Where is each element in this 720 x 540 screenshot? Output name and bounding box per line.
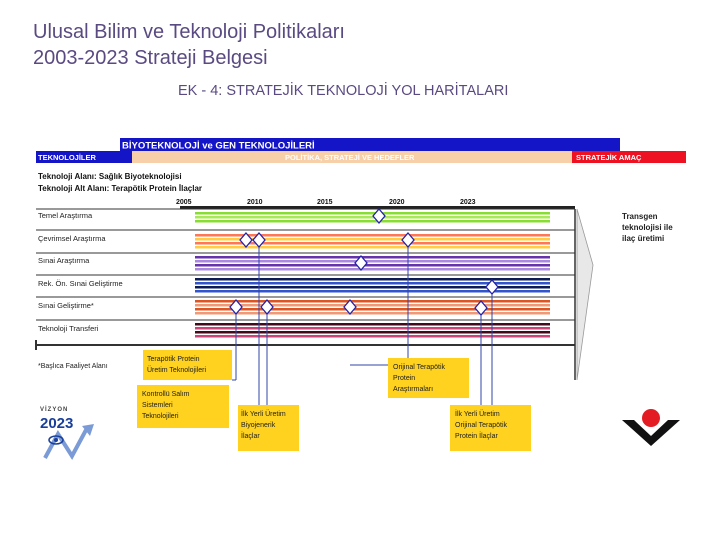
svg-text:İlk Yerli Üretim: İlk Yerli Üretim [455, 409, 500, 418]
year-label: 2010 [247, 199, 263, 206]
policy-header-text: POLİTİKA, STRATEJİ VE HEDEFLER [285, 153, 415, 162]
row-label-industrial-research: Sınai Araştırma [38, 256, 90, 265]
milestone-marker [485, 279, 499, 295]
year-label: 2015 [317, 199, 333, 206]
goal-text-line: ilaç üretimi [622, 234, 664, 243]
svg-text:Biyojenerik: Biyojenerik [241, 422, 276, 429]
outcome-box-therapeutic-protein-production: Terapötik Protein Üretim Teknolojileri [143, 350, 232, 380]
outcome-box-first-local-original-drugs: İlk Yerli Üretim Orijinal Terapötik Prot… [450, 405, 531, 451]
svg-text:Orijinal Terapötik: Orijinal Terapötik [455, 422, 508, 429]
svg-text:Üretim Teknolojileri: Üretim Teknolojileri [147, 366, 206, 374]
milestone-marker [239, 232, 253, 248]
vision-logo-year: 2023 [40, 415, 73, 432]
milestone-marker [229, 299, 243, 315]
timeline-bar [180, 206, 575, 209]
goal-arrow [576, 208, 594, 381]
emblem-red-circle [642, 409, 660, 427]
goal-text-line: teknolojisi ile [622, 223, 673, 232]
vision-logo-arrow-head [82, 424, 94, 436]
technologies-header-bar [36, 151, 132, 163]
year-label: 2023 [460, 199, 476, 206]
row-label-basic-research: Temel Araştırma [38, 211, 93, 220]
stripes-industrial-research [195, 256, 550, 271]
milestone-marker [252, 232, 266, 248]
milestone-marker [372, 208, 386, 224]
slide-subtitle: EK - 4: STRATEJİK TEKNOLOJİ YOL HARİTALA… [178, 83, 509, 99]
stripes-industrial-development [195, 300, 550, 315]
row-label-industrial-development: Sınai Geliştirme* [38, 301, 94, 310]
roadmap-header-text: BİYOTEKNOLOJİ ve GEN TEKNOLOJİLERİ [122, 141, 315, 152]
connector-lines [232, 240, 493, 405]
svg-text:Araştırmaları: Araştırmaları [393, 386, 433, 393]
tubitak-emblem [622, 409, 680, 446]
subfield-line: Teknoloji Alt Alanı: Terapötik Protein İ… [38, 184, 202, 193]
milestone-marker [343, 299, 357, 315]
technologies-header-text: TEKNOLOJİLER [38, 153, 97, 162]
stripes-basic-research [195, 212, 550, 223]
field-line: Teknoloji Alanı: Sağlık Biyoteknolojisi [38, 172, 182, 181]
milestone-marker [354, 255, 368, 271]
svg-text:Kontrollü Salım: Kontrollü Salım [142, 391, 190, 398]
vision-logo-swoosh [43, 429, 88, 460]
policy-header-bar [132, 151, 572, 163]
milestone-marker [260, 299, 274, 315]
goal-header-text: STRATEJİK AMAÇ [576, 153, 642, 162]
roadmap-header-bar [120, 138, 620, 151]
outcome-box-first-local-biogeneric: İlk Yerli Üretim Biyojenerik İlaçlar [238, 405, 299, 451]
vision-logo-text: VİZYON [40, 406, 68, 413]
outcome-box-original-protein-research: Orijinal Terapötik Protein Araştırmaları [388, 358, 469, 398]
year-label: 2005 [176, 199, 192, 206]
slide-title-line2: 2003-2023 Strateji Belgesi [33, 47, 268, 69]
goal-text-line: Transgen [622, 212, 658, 221]
slide-title-line1: Ulusal Bilim ve Teknoloji Politikaları [33, 21, 345, 43]
emblem-black-chevron [622, 420, 680, 446]
outcome-box-controlled-release: Kontrollü Salım Sistemleri Teknolojileri [137, 385, 229, 428]
milestone-marker [474, 300, 488, 316]
eye-icon [48, 435, 64, 445]
stripes-translational-research [195, 234, 550, 249]
milestone-marker [401, 232, 415, 248]
stripes-technology-transfer [195, 323, 550, 338]
svg-text:İlk Yerli Üretim: İlk Yerli Üretim [241, 409, 286, 418]
goal-header-bar [572, 151, 686, 163]
row-label-translational-research: Çevrimsel Araştırma [38, 234, 106, 243]
svg-text:Protein: Protein [393, 375, 415, 382]
footnote: *Başlıca Faaliyet Alanı [38, 363, 108, 370]
svg-text:Terapötik Protein: Terapötik Protein [147, 356, 200, 363]
stripes-precompetitive-development [195, 278, 550, 293]
svg-text:Protein İlaçlar: Protein İlaçlar [455, 431, 498, 440]
svg-text:İlaçlar: İlaçlar [241, 431, 260, 440]
svg-text:Sistemleri: Sistemleri [142, 402, 173, 409]
row-label-precompetitive-development: Rek. Ön. Sınai Geliştirme [38, 279, 123, 288]
vision-2023-logo: VİZYON 2023 [40, 406, 94, 460]
milestone-markers [229, 208, 499, 316]
svg-text:Teknolojileri: Teknolojileri [142, 413, 179, 420]
svg-text:Orijinal Terapötik: Orijinal Terapötik [393, 364, 446, 371]
row-separators [36, 208, 575, 321]
year-label: 2020 [389, 199, 405, 206]
row-label-technology-transfer: Teknoloji Transferi [38, 324, 99, 333]
